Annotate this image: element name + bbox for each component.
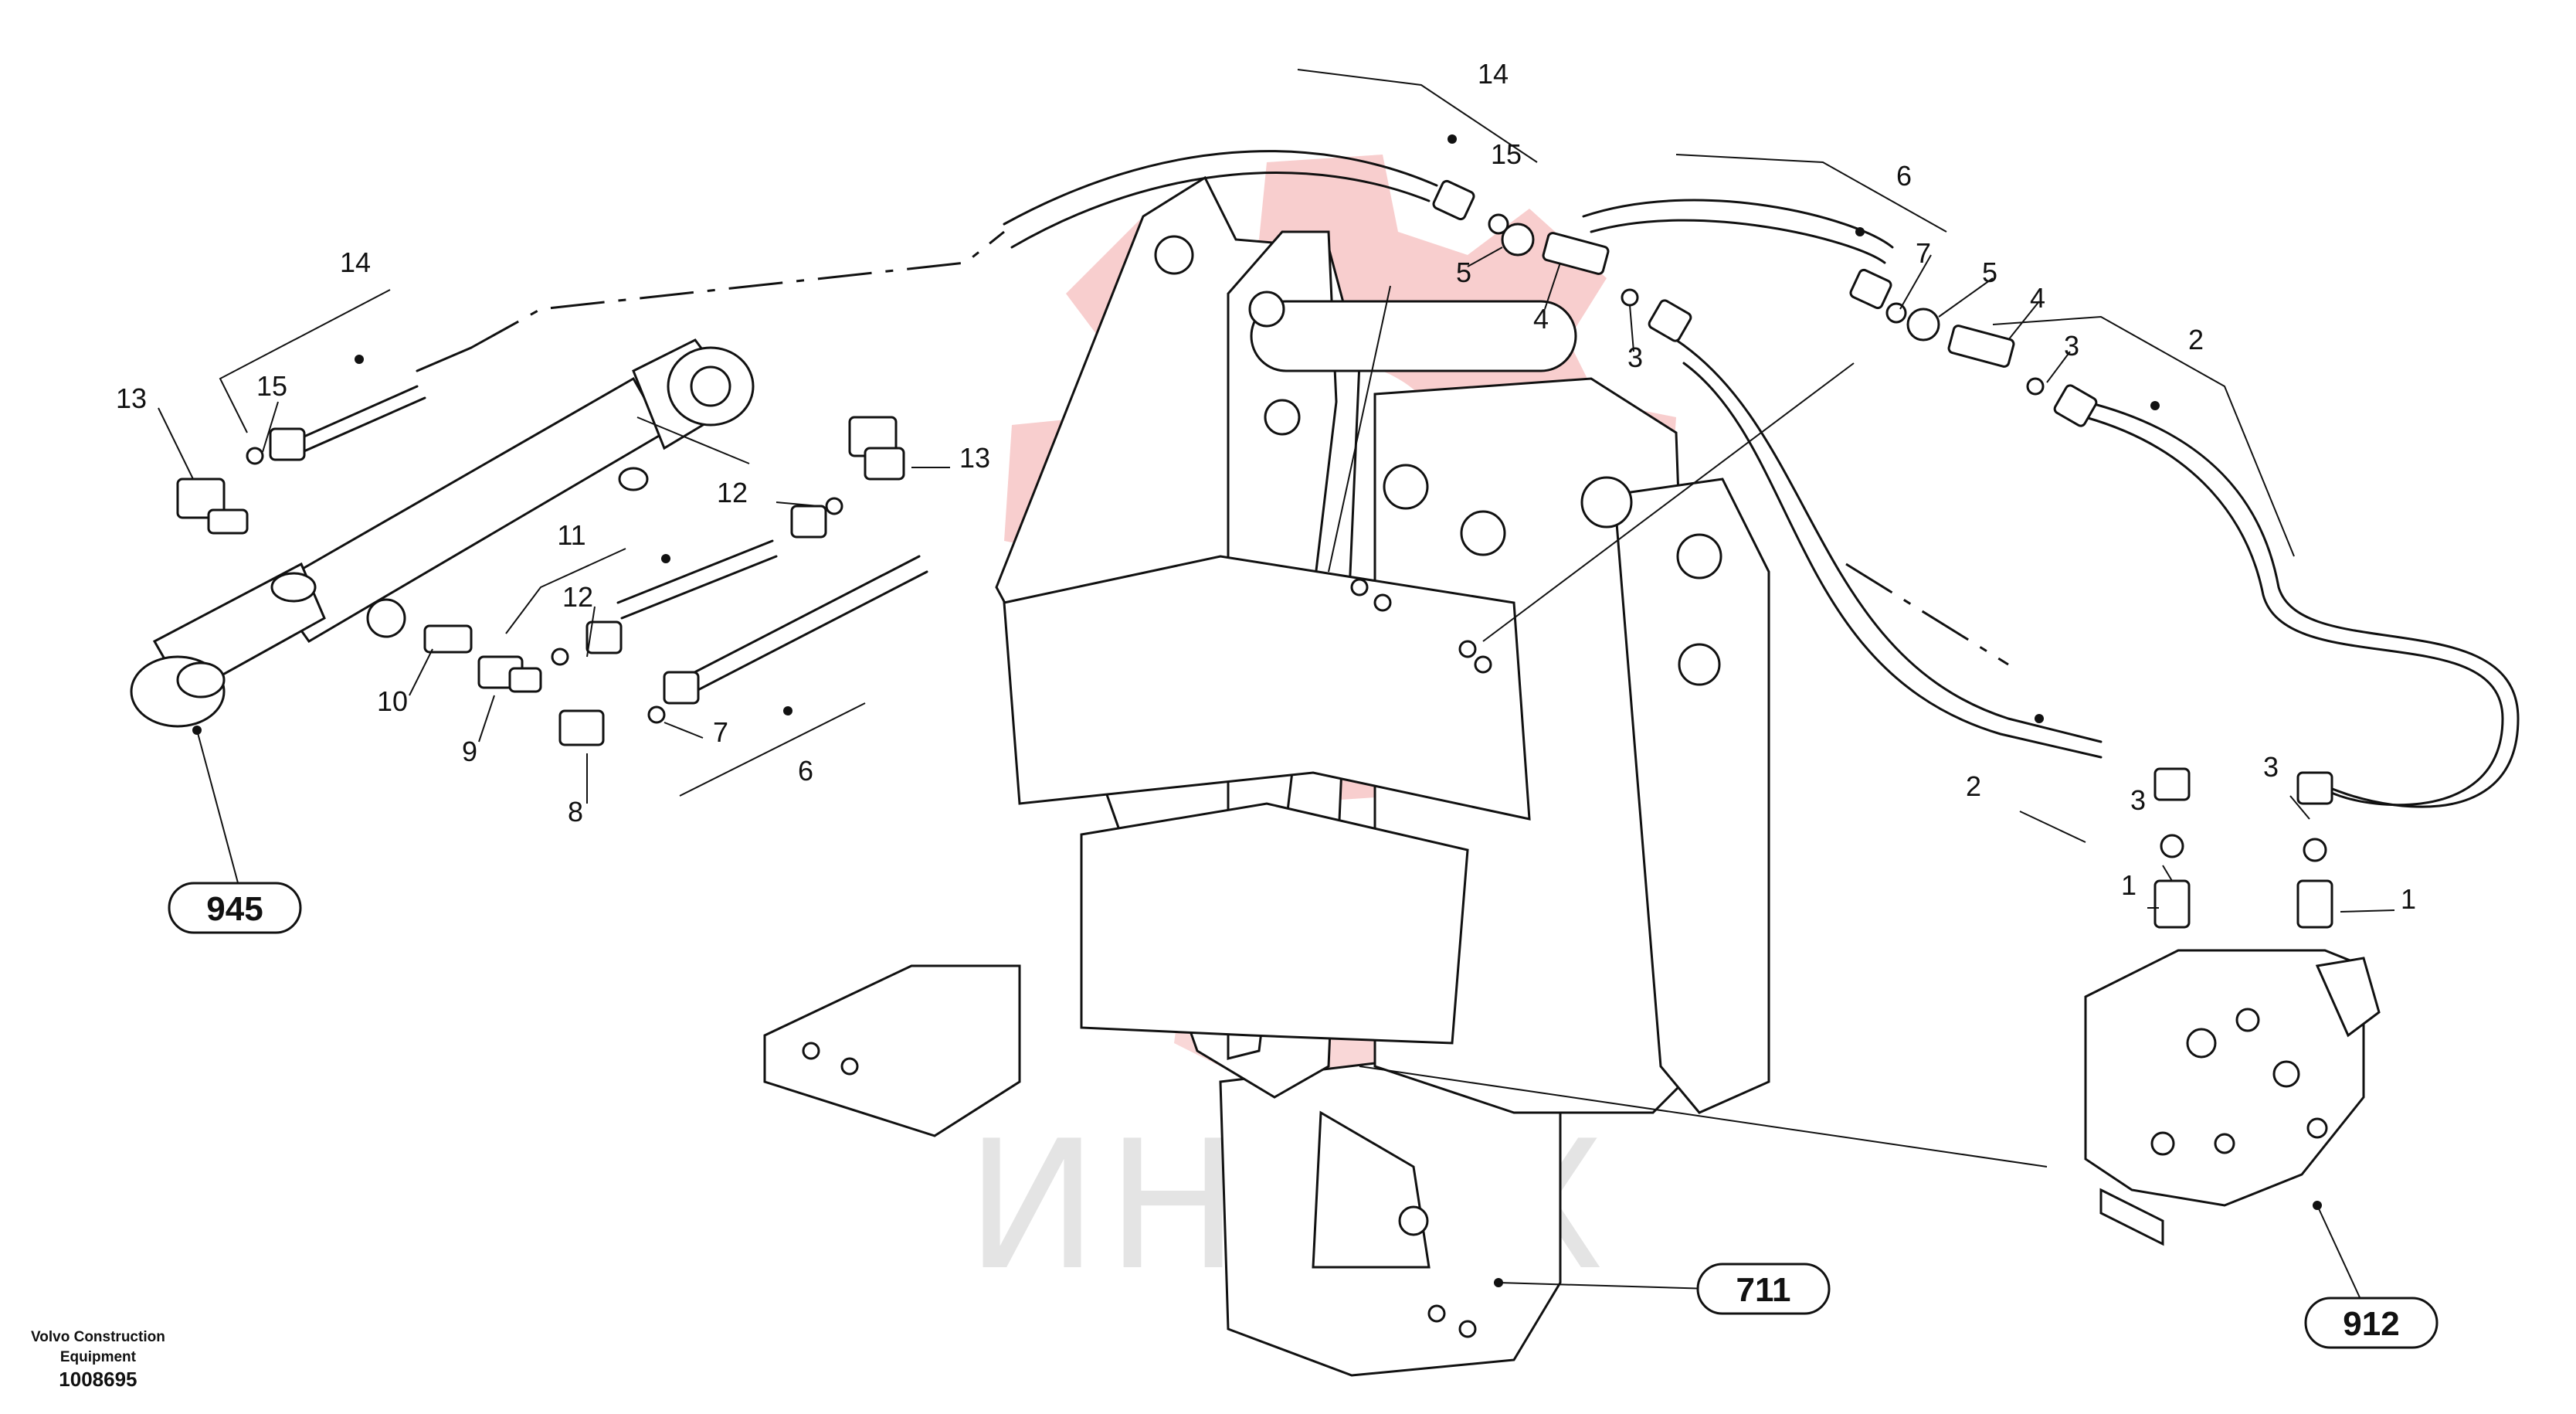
callout-12: 12 [562, 581, 593, 613]
callout-5: 5 [1982, 257, 1997, 288]
fittings [176, 179, 2333, 929]
callout-1: 1 [2121, 869, 2136, 901]
callout-3: 3 [1627, 342, 1643, 373]
callout-7: 7 [1916, 237, 1931, 269]
footer-company-line2: Equipment [59, 1349, 136, 1365]
callout-1: 1 [2401, 883, 2416, 915]
main-frame [763, 175, 1770, 1377]
frame-holes [802, 235, 1722, 1338]
assembly-ref-711[interactable]: 711 [1696, 1263, 1831, 1315]
footer-company: Volvo Construction [31, 1329, 165, 1345]
assembly-references: 945 711 912 [168, 882, 2439, 1349]
assembly-badge-label: 945 [206, 890, 263, 928]
callout-13: 13 [959, 442, 990, 474]
callout-14: 14 [340, 246, 371, 278]
callout-4: 4 [2030, 282, 2045, 314]
assembly-badge-label: 711 [1736, 1271, 1791, 1309]
callout-10: 10 [377, 685, 408, 717]
callout-14: 14 [1478, 58, 1509, 90]
callout-3: 3 [2130, 784, 2146, 816]
callout-4: 4 [1533, 303, 1549, 335]
callout-2: 2 [2188, 324, 2204, 355]
callout-12: 12 [717, 477, 748, 508]
callout-9: 9 [462, 736, 477, 767]
assembly-badge-frame [168, 882, 302, 934]
assembly-ref-945[interactable]: 945 [168, 882, 302, 934]
callout-11: 11 [557, 519, 585, 551]
callout-8: 8 [568, 796, 583, 828]
hoses [277, 150, 2520, 808]
callout-7: 7 [713, 716, 728, 748]
assembly-ref-912[interactable]: 912 [2304, 1297, 2439, 1349]
callout-15: 15 [1491, 138, 1522, 170]
assembly-badge-frame [2304, 1297, 2439, 1349]
leader-lines [158, 69, 2395, 1307]
assembly-badge-label: 912 [2343, 1305, 2399, 1343]
callout-15: 15 [256, 370, 287, 402]
callout-3: 3 [2263, 751, 2279, 783]
assembly-badge-frame [1696, 1263, 1831, 1315]
control-valve [2084, 949, 2381, 1246]
callout-6: 6 [1896, 160, 1912, 192]
callout-2: 2 [1966, 770, 1981, 802]
callout-13: 13 [116, 382, 147, 414]
callout-3: 3 [2064, 330, 2079, 362]
footer: Volvo Construction Equipment 1008695 [31, 1327, 165, 1391]
callout-5: 5 [1456, 257, 1471, 288]
footer-doc-number: 1008695 [59, 1368, 137, 1391]
callout-6: 6 [798, 755, 813, 787]
hydraulic-cylinder [130, 338, 755, 728]
